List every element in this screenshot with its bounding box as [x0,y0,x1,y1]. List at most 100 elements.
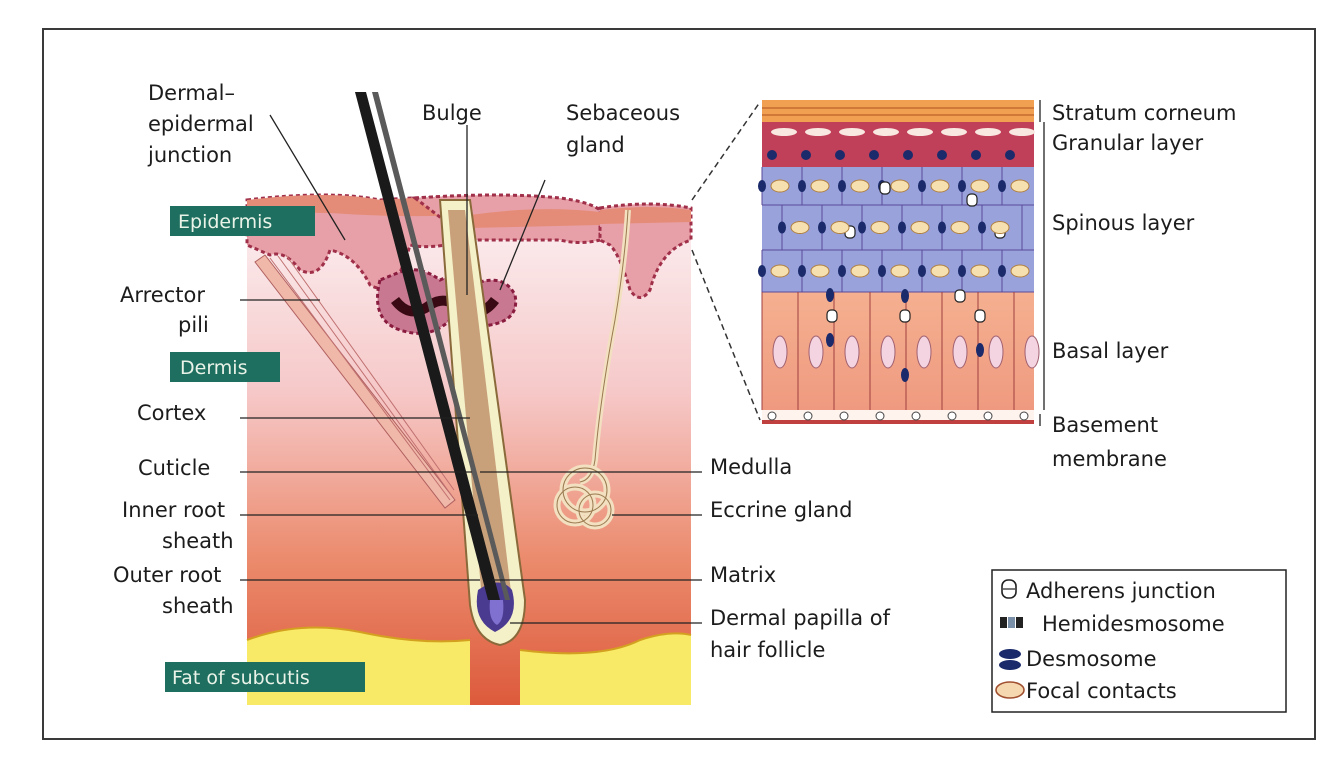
label-dermal-epidermal-2: epidermal [148,112,254,136]
desmosome [838,265,846,277]
label-basal: Basal layer [1052,339,1169,363]
desmosome [878,265,886,277]
hemidesmosome-marker [876,412,884,420]
dermis-tag-text: Dermis [180,357,247,379]
label-cuticle: Cuticle [138,456,210,480]
legend-label-1: Hemidesmosome [1042,612,1225,636]
nucleus [771,180,789,192]
desmosome [826,288,834,302]
label-eccrine: Eccrine gland [710,498,852,522]
nucleus [811,180,829,192]
legend-label-3: Focal contacts [1026,679,1177,703]
desmosome [826,333,834,347]
desmosome [778,222,786,234]
hemidesmosome-marker [840,412,848,420]
desmosome [971,150,981,160]
basal-nucleus [845,336,859,368]
nucleus [931,265,949,277]
basal-nucleus [1025,336,1039,368]
label-cortex: Cortex [137,401,206,425]
adherens-marker [955,290,965,302]
nucleus [811,265,829,277]
nucleus [951,222,969,234]
dermis-tag: Dermis [170,352,280,382]
basal-nucleus [917,336,931,368]
hemidesmosome-marker [984,412,992,420]
nucleus [851,265,869,277]
label-outer-root-1: Outer root [113,563,221,587]
granular-nucleus [805,128,831,136]
label-spinous: Spinous layer [1052,211,1195,235]
desmosome [937,150,947,160]
basal-nucleus [989,336,1003,368]
nucleus [791,222,809,234]
label-basement-2: membrane [1052,447,1167,471]
desmosome [767,150,777,160]
desmosome [901,368,909,382]
nucleus [971,180,989,192]
basal-nucleus [809,336,823,368]
label-arrector-1: Arrector [120,283,205,307]
hemidesmosome-marker [912,412,920,420]
desmosome [998,265,1006,277]
desmosome [818,222,826,234]
nucleus [891,180,909,192]
desmosome [901,289,909,303]
label-granular: Granular layer [1052,131,1203,155]
hemidesmosome-marker [1020,412,1028,420]
nucleus [871,222,889,234]
desmosome [958,180,966,192]
epidermis-tag-text: Epidermis [178,211,272,233]
desmosome [869,150,879,160]
label-matrix: Matrix [710,563,776,587]
granular-nucleus [1009,128,1035,136]
nucleus [911,222,929,234]
label-stratum-corneum: Stratum corneum [1052,101,1236,125]
adherens-marker [900,310,910,322]
desmosome [976,343,984,357]
desmosome [838,180,846,192]
desmosome [858,222,866,234]
label-sebaceous-2: gland [566,133,625,157]
focal-contacts-icon [996,682,1024,698]
label-sebaceous-1: Sebaceous [566,101,680,125]
adherens-marker [975,310,985,322]
granular-nucleus [975,128,1001,136]
desmosome [758,180,766,192]
label-bulge: Bulge [422,101,482,125]
granular-nucleus [907,128,933,136]
hemidesmosome-marker [948,412,956,420]
label-papilla-1: Dermal papilla of [710,606,891,630]
desmosome [918,265,926,277]
desmosome [903,150,913,160]
desmosome [1005,150,1015,160]
desmosome [835,150,845,160]
granular-nucleus [941,128,967,136]
label-basement-1: Basement [1052,413,1158,437]
nucleus [891,265,909,277]
basal-nucleus [953,336,967,368]
nucleus [1011,180,1029,192]
desmosome [898,222,906,234]
granular-nucleus [771,128,797,136]
stratum-corneum-band [762,100,1034,122]
label-arrector-2: pili [178,313,209,337]
nucleus [991,222,1009,234]
granular-nucleus [839,128,865,136]
desmosome [798,265,806,277]
adherens-marker [827,310,837,322]
hemidesmosome-marker [804,412,812,420]
label-dermal-epidermal-1: Dermal– [148,81,235,105]
nucleus [971,265,989,277]
nucleus [831,222,849,234]
label-outer-root-2: sheath [162,594,234,618]
legend: Adherens junction Hemidesmosome Desmosom… [992,570,1286,712]
hemidesmosome-icon [1000,617,1023,628]
legend-label-0: Adherens junction [1026,579,1216,603]
fat-tag-text: Fat of subcutis [172,667,310,689]
granular-nucleus [873,128,899,136]
desmosome [918,180,926,192]
basal-nucleus [773,336,787,368]
desmosome [801,150,811,160]
